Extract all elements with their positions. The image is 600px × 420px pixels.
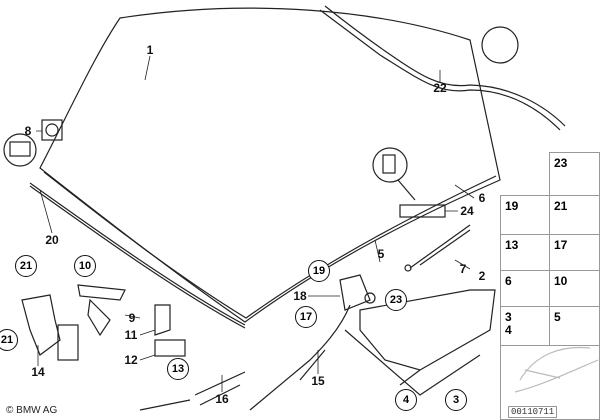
callout-1: 1 — [146, 43, 154, 57]
part-number: 3 4 — [505, 310, 512, 338]
part-number: 17 — [554, 238, 568, 252]
callout-15: 15 — [311, 374, 325, 388]
callout-22: 22 — [433, 81, 447, 95]
callout-20: 20 — [45, 233, 59, 247]
part-cell-13: 13 — [500, 234, 550, 271]
callout-23: 23 — [385, 289, 407, 311]
callout-17: 17 — [295, 306, 317, 328]
part-number: 13 — [505, 238, 519, 252]
part-cell-5: 5 — [549, 306, 600, 346]
part-cell-23: 23 — [549, 152, 600, 196]
part-number: 19 — [505, 199, 519, 213]
callout-4: 4 — [395, 389, 417, 411]
part-number: 10 — [554, 274, 568, 288]
part-cell-21: 21 — [549, 195, 600, 235]
callout-3: 3 — [445, 389, 467, 411]
part-cell-17: 17 — [549, 234, 600, 271]
part-cell-10: 10 — [549, 270, 600, 307]
part-number: 6 — [505, 274, 512, 288]
callout-9: 9 — [128, 311, 136, 325]
callout-12: 12 — [124, 353, 138, 367]
part-cell-19: 19 — [500, 195, 550, 235]
callout-21-top: 21 — [15, 255, 37, 277]
hood-panel — [39, 7, 501, 323]
document-id: 00110711 — [508, 406, 558, 418]
callout-19: 19 — [308, 260, 330, 282]
part-cell-6: 6 — [500, 270, 550, 307]
callout-18: 18 — [293, 289, 307, 303]
callout-2: 2 — [478, 269, 486, 283]
callout-10: 10 — [74, 255, 96, 277]
part-number: 5 — [554, 310, 561, 324]
copyright: © BMW AG — [6, 405, 58, 416]
callout-11: 11 — [124, 328, 138, 342]
callout-7: 7 — [459, 262, 467, 276]
callout-24: 24 — [460, 204, 474, 218]
seal-strip — [319, 5, 566, 131]
part-cell-3-4: 3 4 — [500, 306, 550, 346]
callout-16: 16 — [215, 392, 229, 406]
part-number: 21 — [554, 199, 568, 213]
callout-14: 14 — [31, 365, 45, 379]
callout-13: 13 — [167, 358, 189, 380]
callout-6: 6 — [478, 191, 486, 205]
callout-8: 8 — [24, 124, 32, 138]
part-number: 23 — [554, 156, 568, 170]
callout-5: 5 — [377, 247, 385, 261]
callout-21-bottom: 21 — [0, 329, 18, 351]
